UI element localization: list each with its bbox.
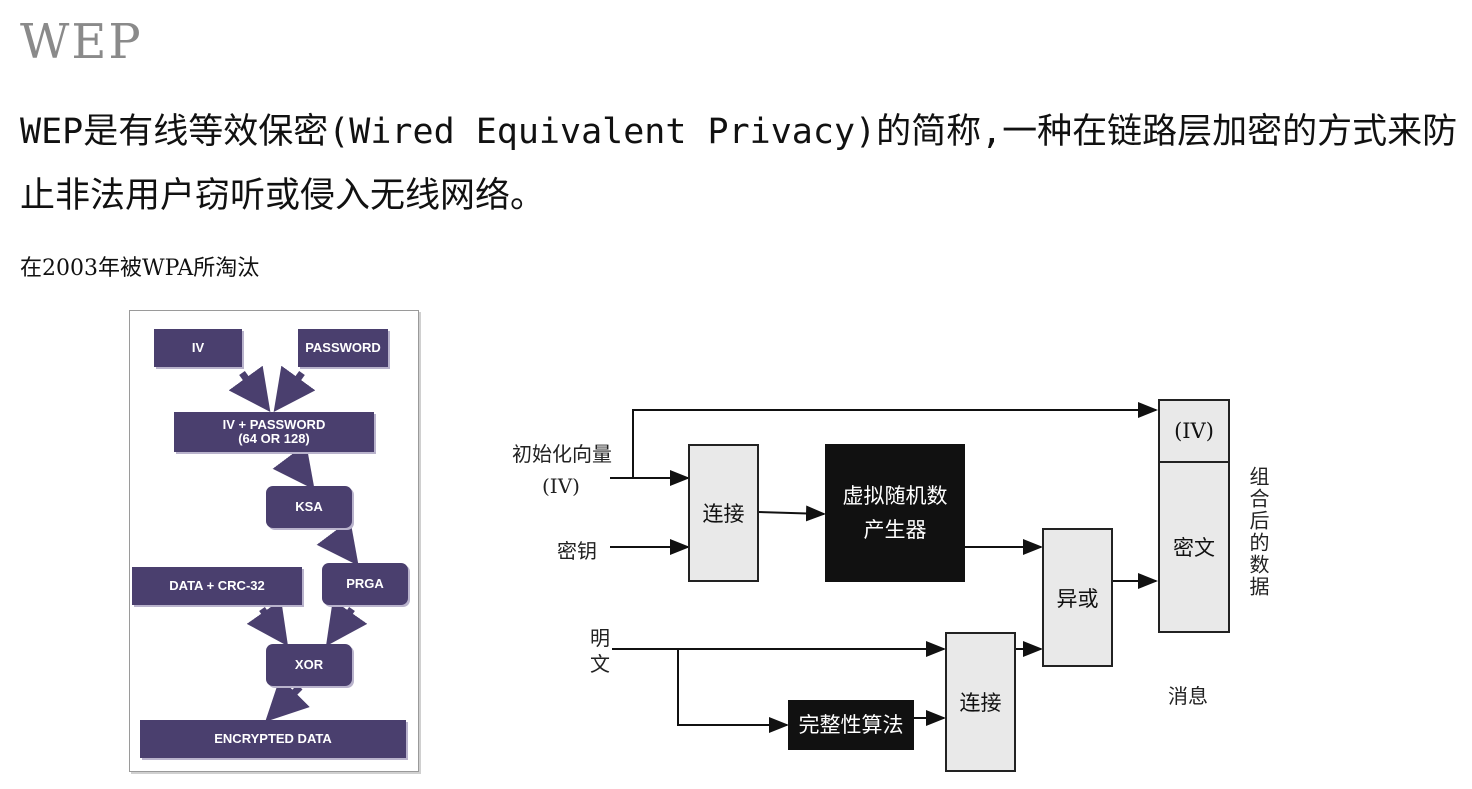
- init-vector-iv-label: (IV): [542, 474, 580, 498]
- arrow-ksa-to-prga: [316, 519, 359, 566]
- ciphertext-box: 密文: [1158, 461, 1230, 633]
- flow-arrows: [228, 365, 368, 722]
- password-box: PASSWORD: [298, 329, 388, 367]
- connector-concat-to-prng: [757, 505, 826, 522]
- prng-label-1: 虚拟随机数: [842, 484, 948, 508]
- encrypted-data-box: ENCRYPTED DATA: [140, 720, 406, 758]
- page-title: WEP: [20, 14, 143, 70]
- combined-data-label: 组合后的数据: [1246, 466, 1270, 598]
- prng-label-2: 产生器: [863, 518, 927, 542]
- wep-flow-diagram: IV PASSWORD IV + PASSWORD (64 OR 128) KS…: [129, 310, 419, 772]
- prng-box: 虚拟随机数 产生器: [825, 444, 965, 582]
- arrow-xor-to-encrypted: [265, 677, 310, 722]
- iv-box: IV: [154, 329, 242, 367]
- xor-box: 异或: [1042, 528, 1113, 667]
- connector-plaintext-to-integrity: [677, 649, 789, 733]
- key-label: 密钥: [557, 539, 597, 563]
- integrity-box: 完整性算法: [788, 700, 914, 750]
- connector-iv-to-output: [632, 402, 1158, 478]
- note-text: 在2003年被WPA所淘汰: [20, 256, 260, 281]
- key-length-label: (64 OR 128): [238, 431, 310, 446]
- plaintext-label-2: 文: [590, 652, 610, 676]
- prga-box: PRGA: [322, 563, 408, 605]
- xor-box: XOR: [266, 644, 352, 686]
- data-crc-box: DATA + CRC-32: [132, 567, 302, 605]
- iv-password-box: IV + PASSWORD (64 OR 128): [174, 412, 374, 452]
- plaintext-label-1: 明: [590, 626, 610, 650]
- arrow-iv-to-combined: [228, 365, 271, 412]
- init-vector-label: 初始化向量: [512, 442, 612, 466]
- arrow-password-to-combined: [273, 365, 316, 412]
- concat-box-2: 连接: [945, 632, 1016, 772]
- arrow-combined-to-ksa: [272, 443, 315, 490]
- arrow-prga-to-xor: [325, 599, 368, 647]
- message-label: 消息: [1168, 684, 1208, 708]
- description-text: WEP是有线等效保密(Wired Equivalent Privacy)的简称,…: [20, 112, 1458, 216]
- block-diagram-connectors: [610, 402, 1158, 733]
- iv-password-label: IV + PASSWORD: [222, 417, 326, 433]
- iv-output-box: (IV): [1158, 399, 1230, 463]
- arrow-data-to-xor: [246, 599, 289, 647]
- ksa-box: KSA: [266, 486, 352, 528]
- concat-box-1: 连接: [688, 444, 759, 582]
